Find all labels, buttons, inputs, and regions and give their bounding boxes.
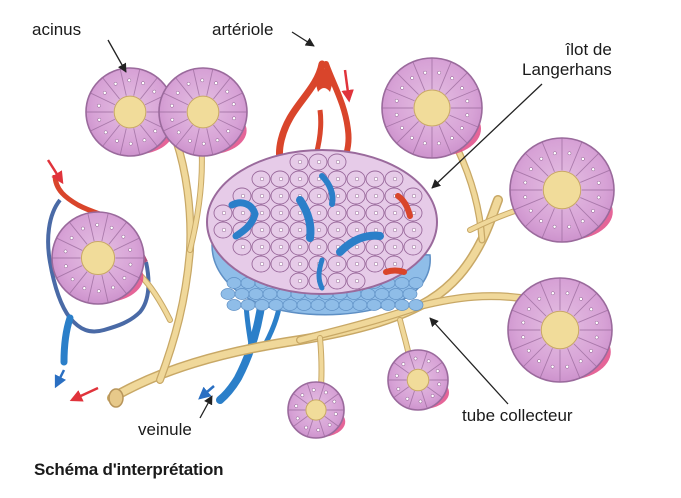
leader-line-acinus — [107, 39, 127, 73]
acini-group — [51, 57, 615, 439]
caption: Schéma d'interprétation — [34, 460, 224, 479]
label-ilot-line1: îlot de — [565, 40, 612, 59]
label-tube-collecteur: tube collecteur — [462, 406, 573, 425]
label-acinus: acinus — [32, 20, 82, 39]
acinus — [158, 67, 248, 157]
label-ilot-line2: Langerhans — [522, 60, 612, 79]
flow-arrow-red — [46, 69, 354, 402]
label-ilot-de-langerhans: îlot de Langerhans — [522, 40, 612, 80]
leader-line-veinule — [199, 395, 213, 419]
flow-arrow-blue — [54, 369, 215, 400]
acinus — [509, 137, 615, 243]
acinus — [51, 211, 145, 305]
acinus — [85, 67, 175, 157]
acinus — [287, 381, 346, 439]
leader-line-ilot — [431, 83, 543, 189]
acinus — [381, 57, 483, 159]
leader-line-tube — [429, 317, 509, 405]
islet-of-langerhans — [206, 149, 438, 316]
label-veinule: veinule — [138, 420, 192, 439]
label-arteriole: artériole — [212, 20, 274, 39]
acinus — [507, 277, 613, 383]
leader-lines — [107, 31, 543, 419]
leader-line-arteriole — [291, 31, 315, 47]
acinus — [387, 349, 449, 411]
islet-cells — [213, 153, 423, 290]
